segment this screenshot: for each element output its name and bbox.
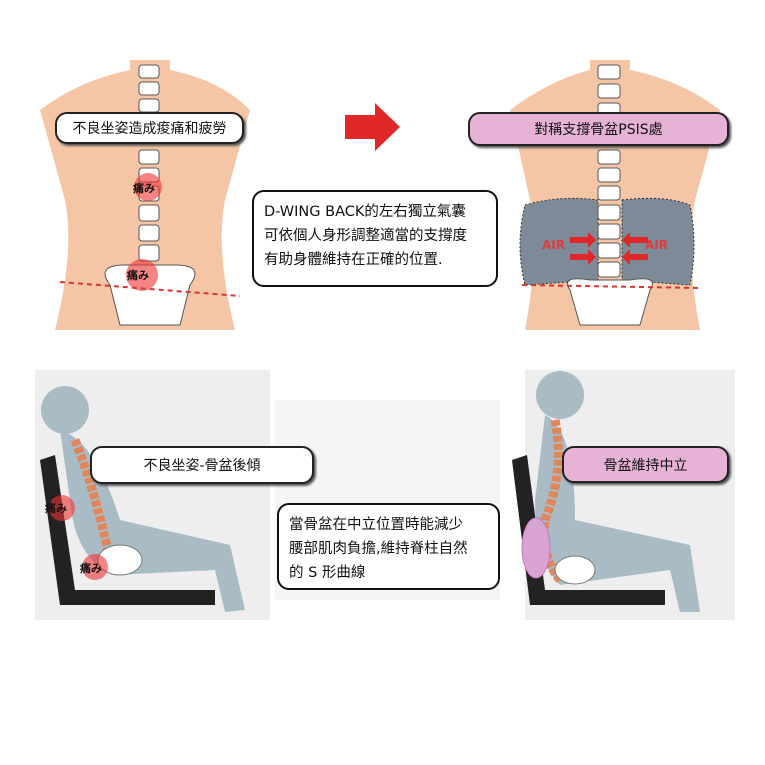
pain-mark: 痛み bbox=[80, 562, 102, 575]
description-top: D-WING BACK的左右獨立氣囊 可依個人身形調整適當的支撐度 有助身體維持… bbox=[252, 190, 498, 287]
label-bad-posture-pain: 不良坐姿造成痠痛和疲勞 bbox=[55, 112, 244, 144]
pain-mark: 痛み bbox=[127, 269, 149, 282]
text-line: 有助身體維持在正確的位置. bbox=[264, 252, 443, 268]
text-line: D-WING BACK的左右獨立氣囊 bbox=[264, 204, 466, 220]
air-label-left: AIR bbox=[542, 238, 565, 252]
pain-mark: 痛み bbox=[133, 182, 155, 195]
description-bottom: 當骨盆在中立位置時能減少 腰部肌肉負擔,維持脊柱自然 的 S 形曲線 bbox=[277, 503, 500, 590]
text-line: 可依個人身形調整適當的支撐度 bbox=[264, 228, 467, 244]
label-psis-support: 對稱支撐骨盆PSIS處 bbox=[468, 112, 729, 146]
label-pelvic-tilt: 不良坐姿-骨盆後傾 bbox=[90, 446, 314, 484]
air-label-right: AIR bbox=[645, 238, 668, 252]
seated-figure-bad bbox=[40, 386, 245, 612]
text-line: 的 S 形曲線 bbox=[289, 565, 366, 581]
pain-mark: 痛み bbox=[45, 502, 67, 515]
text-line: 腰部肌肉負擔,維持脊柱自然 bbox=[289, 541, 468, 557]
label-pelvis-neutral: 骨盆維持中立 bbox=[562, 446, 729, 483]
seated-figure-good bbox=[512, 371, 700, 612]
text-line: 當骨盆在中立位置時能減少 bbox=[289, 517, 463, 533]
arrow-right-icon bbox=[345, 103, 400, 151]
back-body-right bbox=[510, 60, 720, 330]
